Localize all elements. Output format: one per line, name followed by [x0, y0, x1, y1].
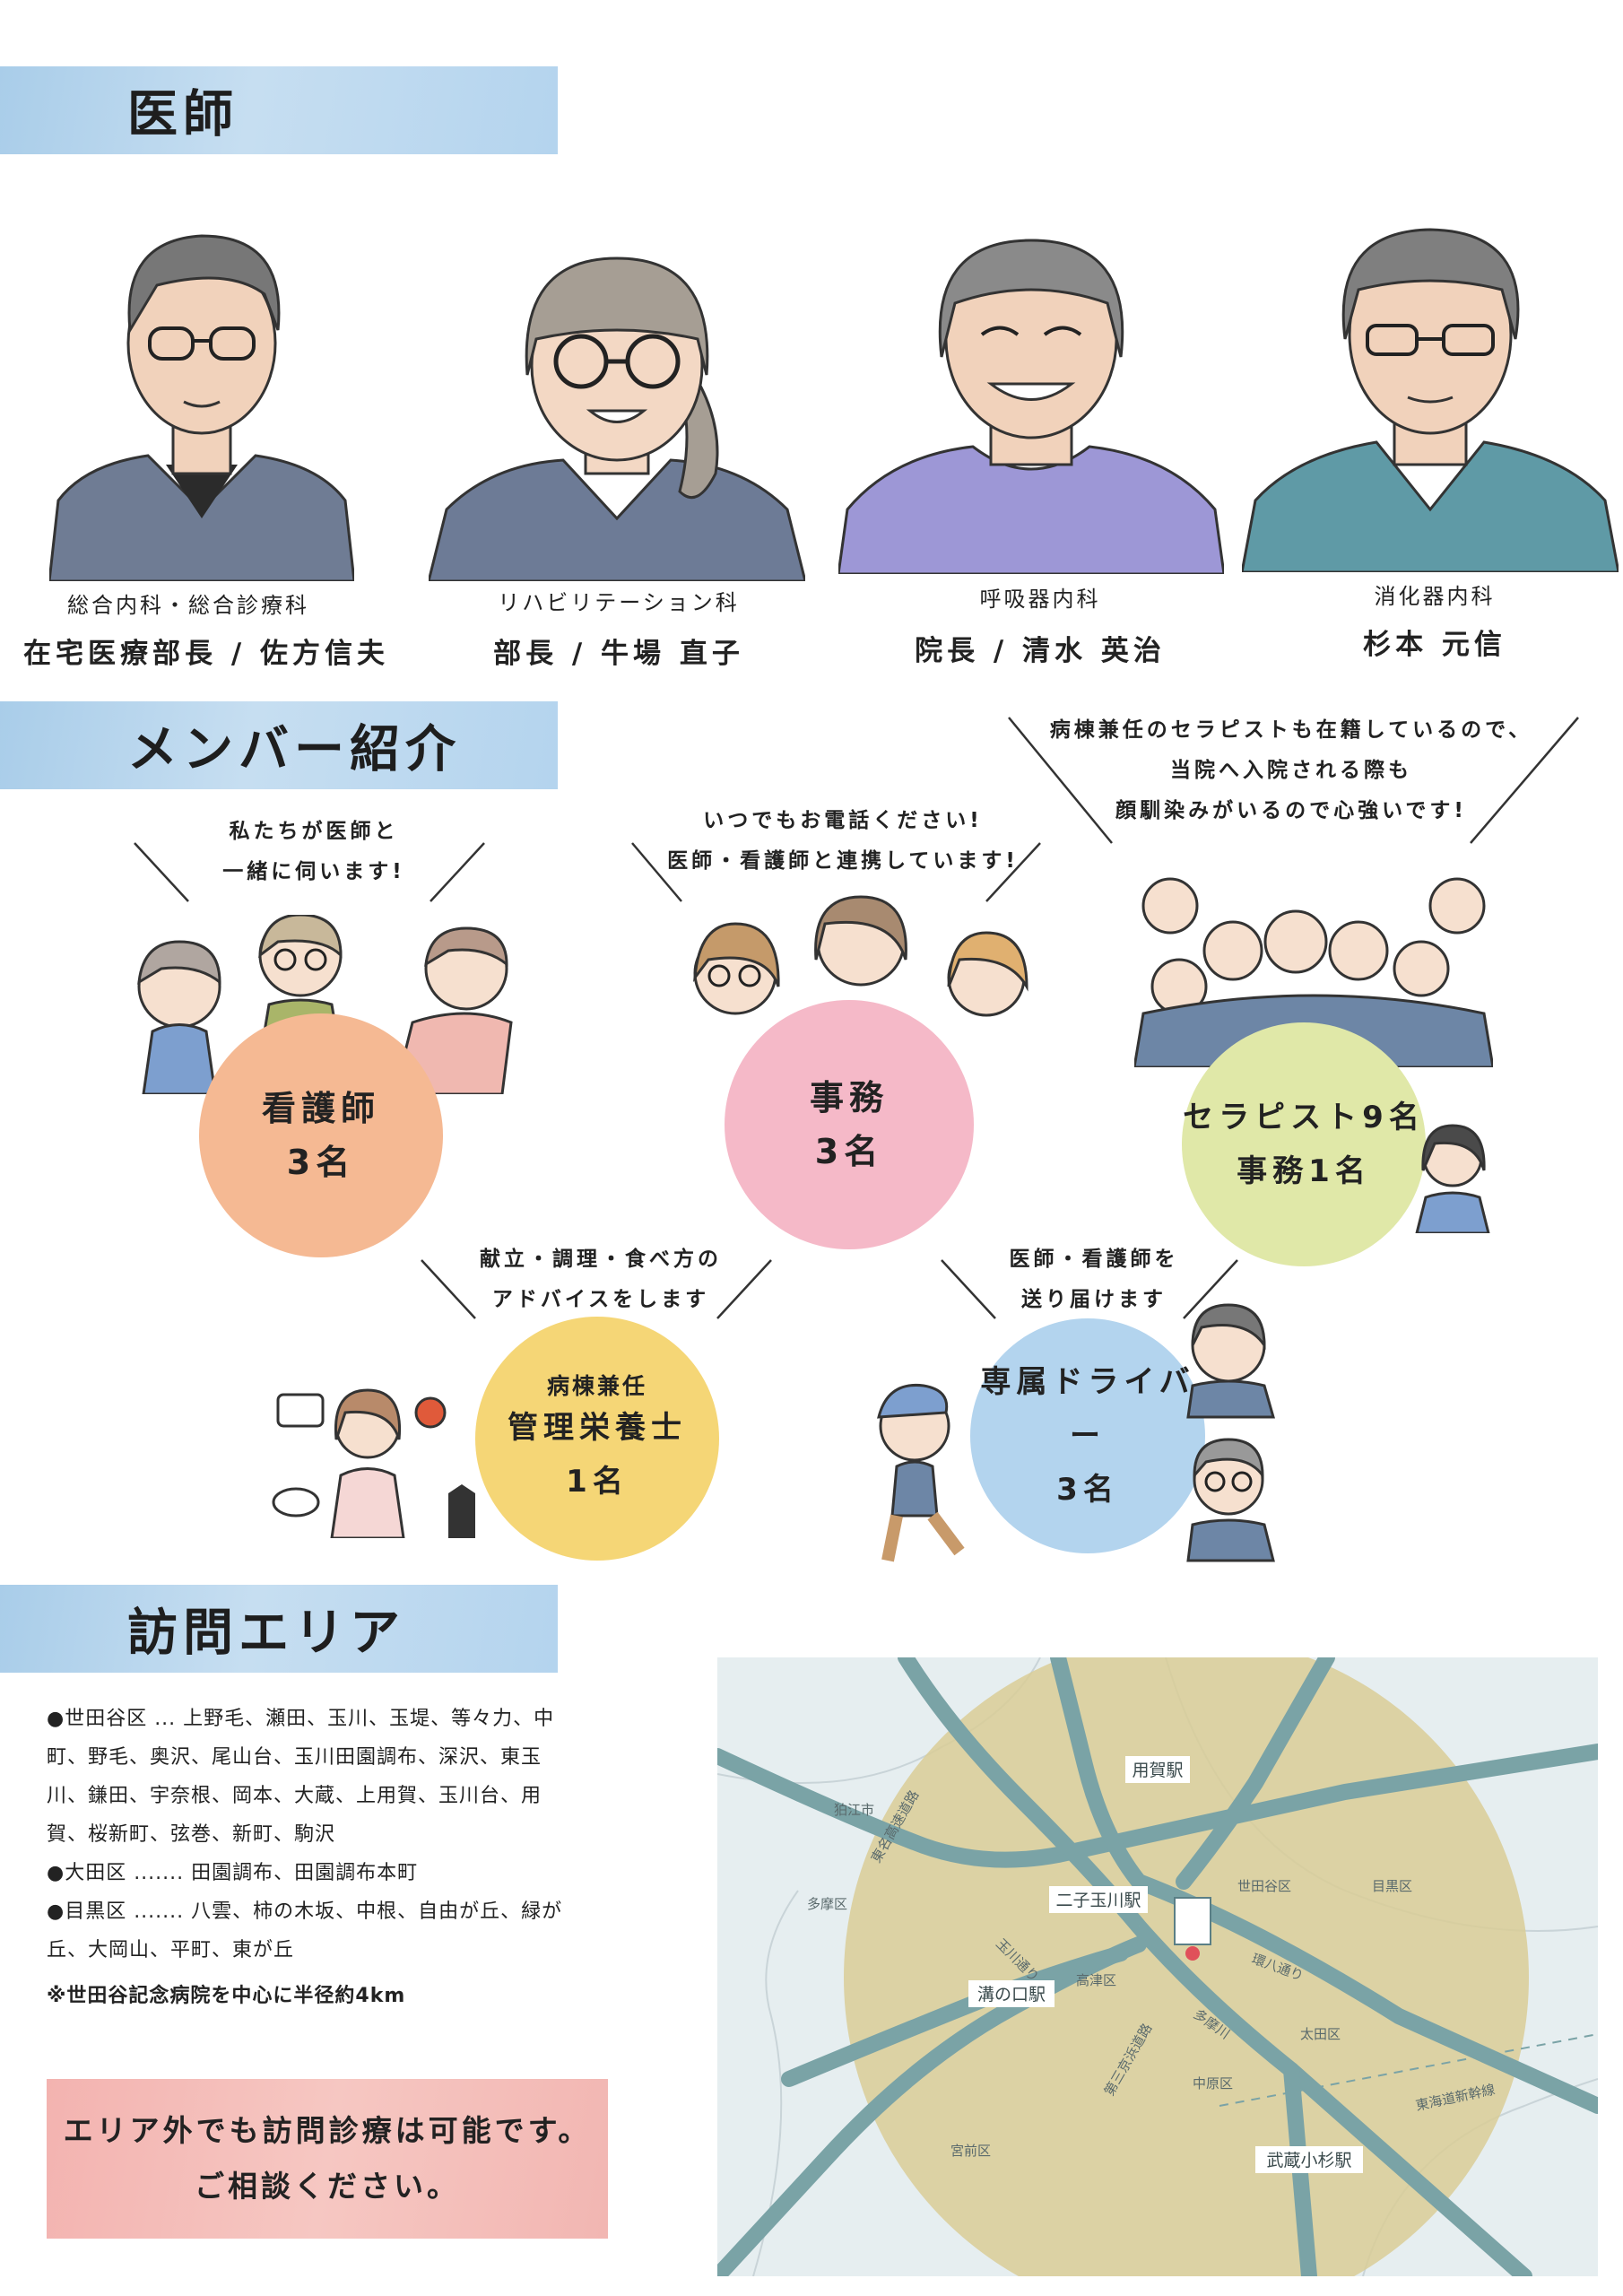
- area-title: 訪問エリア: [127, 1604, 405, 1663]
- map-area-label: 太田区: [1300, 2026, 1341, 2042]
- doctor-shirt: [429, 458, 805, 581]
- map-area-label: 高津区: [1076, 1972, 1116, 1988]
- doctor-4-specialty: 消化器内科: [1374, 584, 1496, 609]
- doctor-portrait-4: [1242, 228, 1619, 572]
- area-list: ●世田谷区 ... 上野毛、瀬田、玉川、玉堤、等々力、中 町、野毛、奥沢、尾山台…: [47, 1700, 621, 2015]
- nurse-note: 私たちが医師と一緒に伺います!: [222, 820, 405, 883]
- driver-title: 専属ドライバー: [980, 1364, 1195, 1454]
- driver-circle: 専属ドライバー 3名: [970, 1318, 1205, 1553]
- doctor-shirt: [1242, 440, 1619, 572]
- driver-count: 3名: [1056, 1472, 1119, 1508]
- station-label: 用賀駅: [1132, 1761, 1183, 1780]
- dietitian-illustration: [272, 1388, 475, 1538]
- therapist-circle: セラピスト9名 事務1名: [1182, 1022, 1426, 1266]
- map-area-label: 中原区: [1193, 2075, 1233, 2092]
- doctor-3-name: 院長 / 清水 英治: [915, 635, 1166, 667]
- area-line: 町、野毛、奥沢、尾山台、玉川田園調布、深沢、東玉: [47, 1746, 542, 1769]
- therapist-office-illustration: [1415, 1124, 1490, 1233]
- doctors-title: 医師: [127, 85, 239, 144]
- office-note: いつでもお電話ください!医師・看護師と連携しています!: [667, 809, 1019, 873]
- doctor-portrait-2: [429, 257, 805, 581]
- nurse-circle: 看護師 3名: [199, 1013, 443, 1257]
- therapist-count: 事務1名: [1237, 1153, 1371, 1189]
- area-line: ●大田区 ....... 田園調布、田園調布本町: [47, 1862, 419, 1884]
- doctor-portrait-1: [49, 234, 354, 581]
- office-count: 3名: [814, 1132, 884, 1171]
- doctor-2-specialty: リハビリテーション科: [498, 590, 740, 615]
- driver-illustration: [877, 1303, 1275, 1562]
- therapist-note: 病棟兼任のセラピストも在籍しているので、当院へ入院される際も顔馴染みがいるので心…: [1049, 718, 1533, 822]
- station-label: 二子玉川駅: [1055, 1891, 1141, 1910]
- map-area-label: 目黒区: [1372, 1878, 1412, 1894]
- doctor-portrait-3: [838, 239, 1224, 574]
- map-area-label: 多摩区: [807, 1896, 847, 1912]
- area-note: ※世田谷記念病院を中心に半径約4km: [47, 1985, 406, 2007]
- cta-line-2: ご相談ください。: [195, 2169, 460, 2204]
- nurse-title: 看護師: [261, 1089, 380, 1128]
- hospital-marker: [1185, 1946, 1200, 1961]
- area-map: 用賀駅 二子玉川駅 溝の口駅 武蔵小杉駅 狛江市 多摩区 世田谷区 目黒区 高津…: [717, 1657, 1598, 2276]
- dietitian-note: 献立・調理・食べ方のアドバイスをします: [480, 1248, 722, 1311]
- members-title: メンバー紹介: [127, 720, 461, 779]
- therapist-title: セラピスト9名: [1183, 1100, 1425, 1135]
- driver-note: 医師・看護師を送り届けます: [1009, 1248, 1179, 1311]
- doctors-banner: 医師: [0, 66, 558, 154]
- area-banner: 訪問エリア: [0, 1585, 558, 1673]
- station-label: 溝の口駅: [977, 1985, 1046, 2005]
- cta-line-1: エリア外でも訪問診療は可能です。: [63, 2113, 592, 2148]
- doctor-3-specialty: 呼吸器内科: [979, 587, 1101, 612]
- cta-box: エリア外でも訪問診療は可能です。 ご相談ください。: [47, 2079, 608, 2239]
- office-circle: 事務 3名: [725, 1000, 974, 1249]
- dietitian-small: 病棟兼任: [546, 1373, 647, 1399]
- doctor-1-specialty: 総合内科・総合診療科: [67, 593, 309, 618]
- speech-lines: [134, 717, 1579, 1319]
- map-area-label: 狛江市: [834, 1802, 874, 1818]
- doctor-shirt: [838, 445, 1224, 574]
- map-area-label: 世田谷区: [1237, 1878, 1291, 1894]
- dietitian-count: 1名: [566, 1464, 629, 1500]
- nurse-illustration: [137, 915, 513, 1094]
- dietitian-title: 管理栄養士: [508, 1410, 687, 1446]
- office-title: 事務: [809, 1078, 889, 1118]
- members-banner: メンバー紹介: [0, 701, 558, 789]
- doctor-4-name: 杉本 元信: [1363, 629, 1506, 661]
- area-line: 川、鎌田、宇奈根、岡本、大蔵、上用賀、玉川台、用: [47, 1785, 542, 1807]
- station-label: 武蔵小杉駅: [1266, 2151, 1351, 2170]
- area-line: 丘、大岡山、平町、東が丘: [47, 1939, 295, 1961]
- office-illustration: [693, 895, 1028, 1017]
- nurse-count: 3名: [286, 1143, 356, 1182]
- area-line: ●世田谷区 ... 上野毛、瀬田、玉川、玉堤、等々力、中: [47, 1708, 555, 1730]
- map-area-label: 宮前区: [950, 2143, 991, 2159]
- dietitian-circle: 病棟兼任 管理栄養士 1名: [475, 1317, 719, 1561]
- doctor-2-name: 部長 / 牛場 直子: [493, 638, 744, 670]
- doctor-1-name: 在宅医療部長 / 佐方信夫: [23, 638, 389, 670]
- area-line: ●目黒区 ....... 八雲、柿の木坂、中根、自由が丘、緑が: [47, 1900, 563, 1923]
- area-line: 賀、桜新町、弦巻、新町、駒沢: [47, 1823, 336, 1846]
